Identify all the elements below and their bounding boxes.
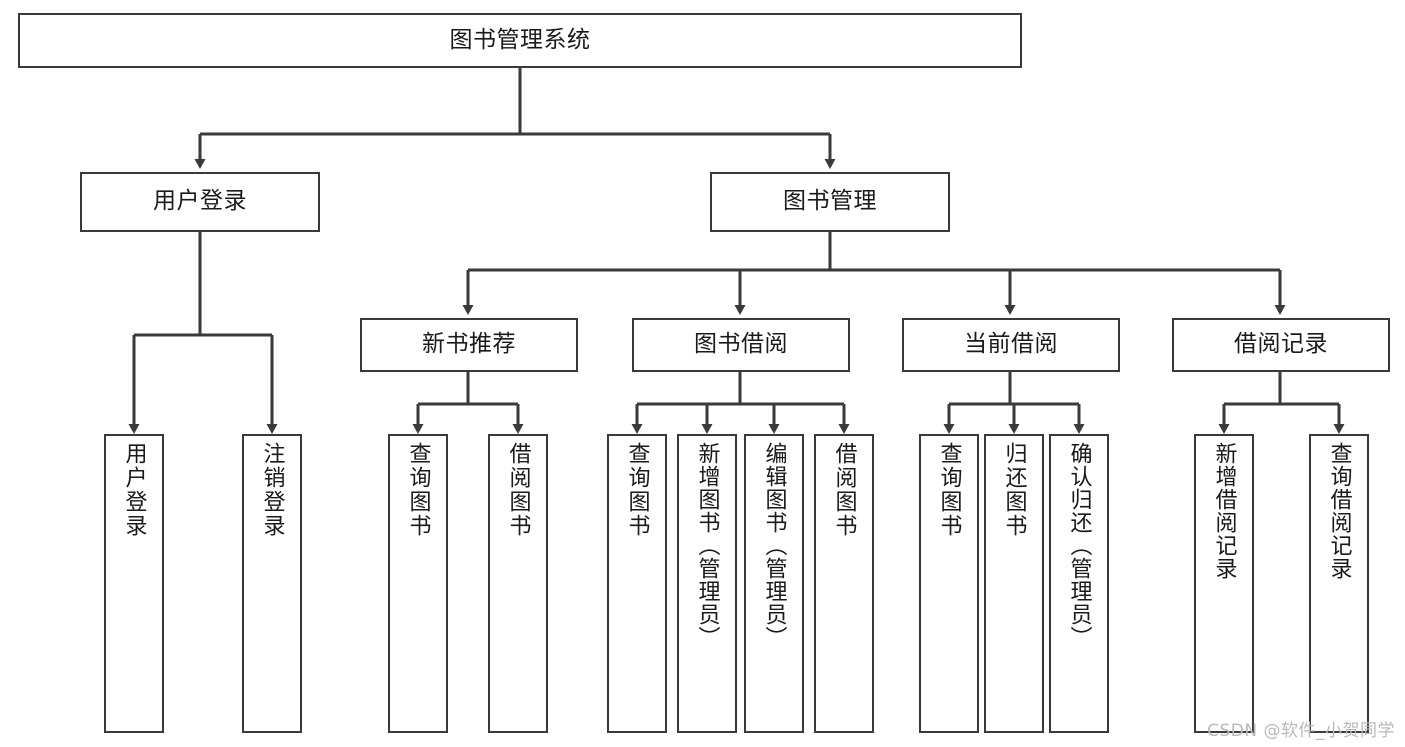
leaf-logout[interactable]: 注销登录 bbox=[242, 434, 302, 733]
node-label: 查询图书 bbox=[936, 442, 962, 538]
leaf-query-book-current[interactable]: 查询图书 bbox=[919, 434, 979, 733]
node-label: 图书管理系统 bbox=[449, 26, 591, 53]
node-label: 确认归还（管理员） bbox=[1066, 442, 1092, 649]
leaf-borrow-book[interactable]: 借阅图书 bbox=[814, 434, 874, 733]
leaf-edit-book-admin[interactable]: 编辑图书（管理员） bbox=[744, 434, 804, 733]
node-label: 借阅图书 bbox=[831, 442, 857, 538]
node-label: 查询图书 bbox=[405, 442, 431, 538]
leaf-user-login[interactable]: 用户登录 bbox=[104, 434, 164, 733]
node-label: 借阅记录 bbox=[1234, 331, 1328, 358]
node-label: 编辑图书（管理员） bbox=[761, 442, 787, 649]
node-label: 用户登录 bbox=[121, 442, 147, 538]
node-label: 新增借阅记录 bbox=[1211, 442, 1237, 580]
node-label: 注销登录 bbox=[259, 442, 285, 538]
node-root-book-management-system[interactable]: 图书管理系统 bbox=[18, 13, 1022, 68]
leaf-query-borrow-record[interactable]: 查询借阅记录 bbox=[1309, 434, 1369, 733]
leaf-confirm-return-admin[interactable]: 确认归还（管理员） bbox=[1049, 434, 1109, 733]
node-user-login[interactable]: 用户登录 bbox=[80, 172, 320, 232]
node-book-borrow[interactable]: 图书借阅 bbox=[632, 318, 850, 372]
leaf-borrow-book-recommend[interactable]: 借阅图书 bbox=[488, 434, 548, 733]
node-label: 图书管理 bbox=[783, 188, 877, 215]
node-label: 用户登录 bbox=[153, 188, 247, 215]
leaf-add-borrow-record[interactable]: 新增借阅记录 bbox=[1194, 434, 1254, 733]
node-current-borrow[interactable]: 当前借阅 bbox=[902, 318, 1120, 372]
node-book-management[interactable]: 图书管理 bbox=[710, 172, 950, 232]
node-label: 借阅图书 bbox=[505, 442, 531, 538]
leaf-query-book-recommend[interactable]: 查询图书 bbox=[388, 434, 448, 733]
node-label: 查询图书 bbox=[624, 442, 650, 538]
node-label: 归还图书 bbox=[1001, 442, 1027, 538]
leaf-add-book-admin[interactable]: 新增图书（管理员） bbox=[677, 434, 737, 733]
node-label: 当前借阅 bbox=[964, 331, 1058, 358]
node-label: 查询借阅记录 bbox=[1326, 442, 1352, 580]
node-label: 新书推荐 bbox=[422, 331, 516, 358]
node-new-book-recommend[interactable]: 新书推荐 bbox=[360, 318, 578, 372]
node-label: 图书借阅 bbox=[694, 331, 788, 358]
leaf-query-book-borrow[interactable]: 查询图书 bbox=[607, 434, 667, 733]
node-label: 新增图书（管理员） bbox=[694, 442, 720, 649]
node-borrow-record[interactable]: 借阅记录 bbox=[1172, 318, 1390, 372]
leaf-return-book[interactable]: 归还图书 bbox=[984, 434, 1044, 733]
